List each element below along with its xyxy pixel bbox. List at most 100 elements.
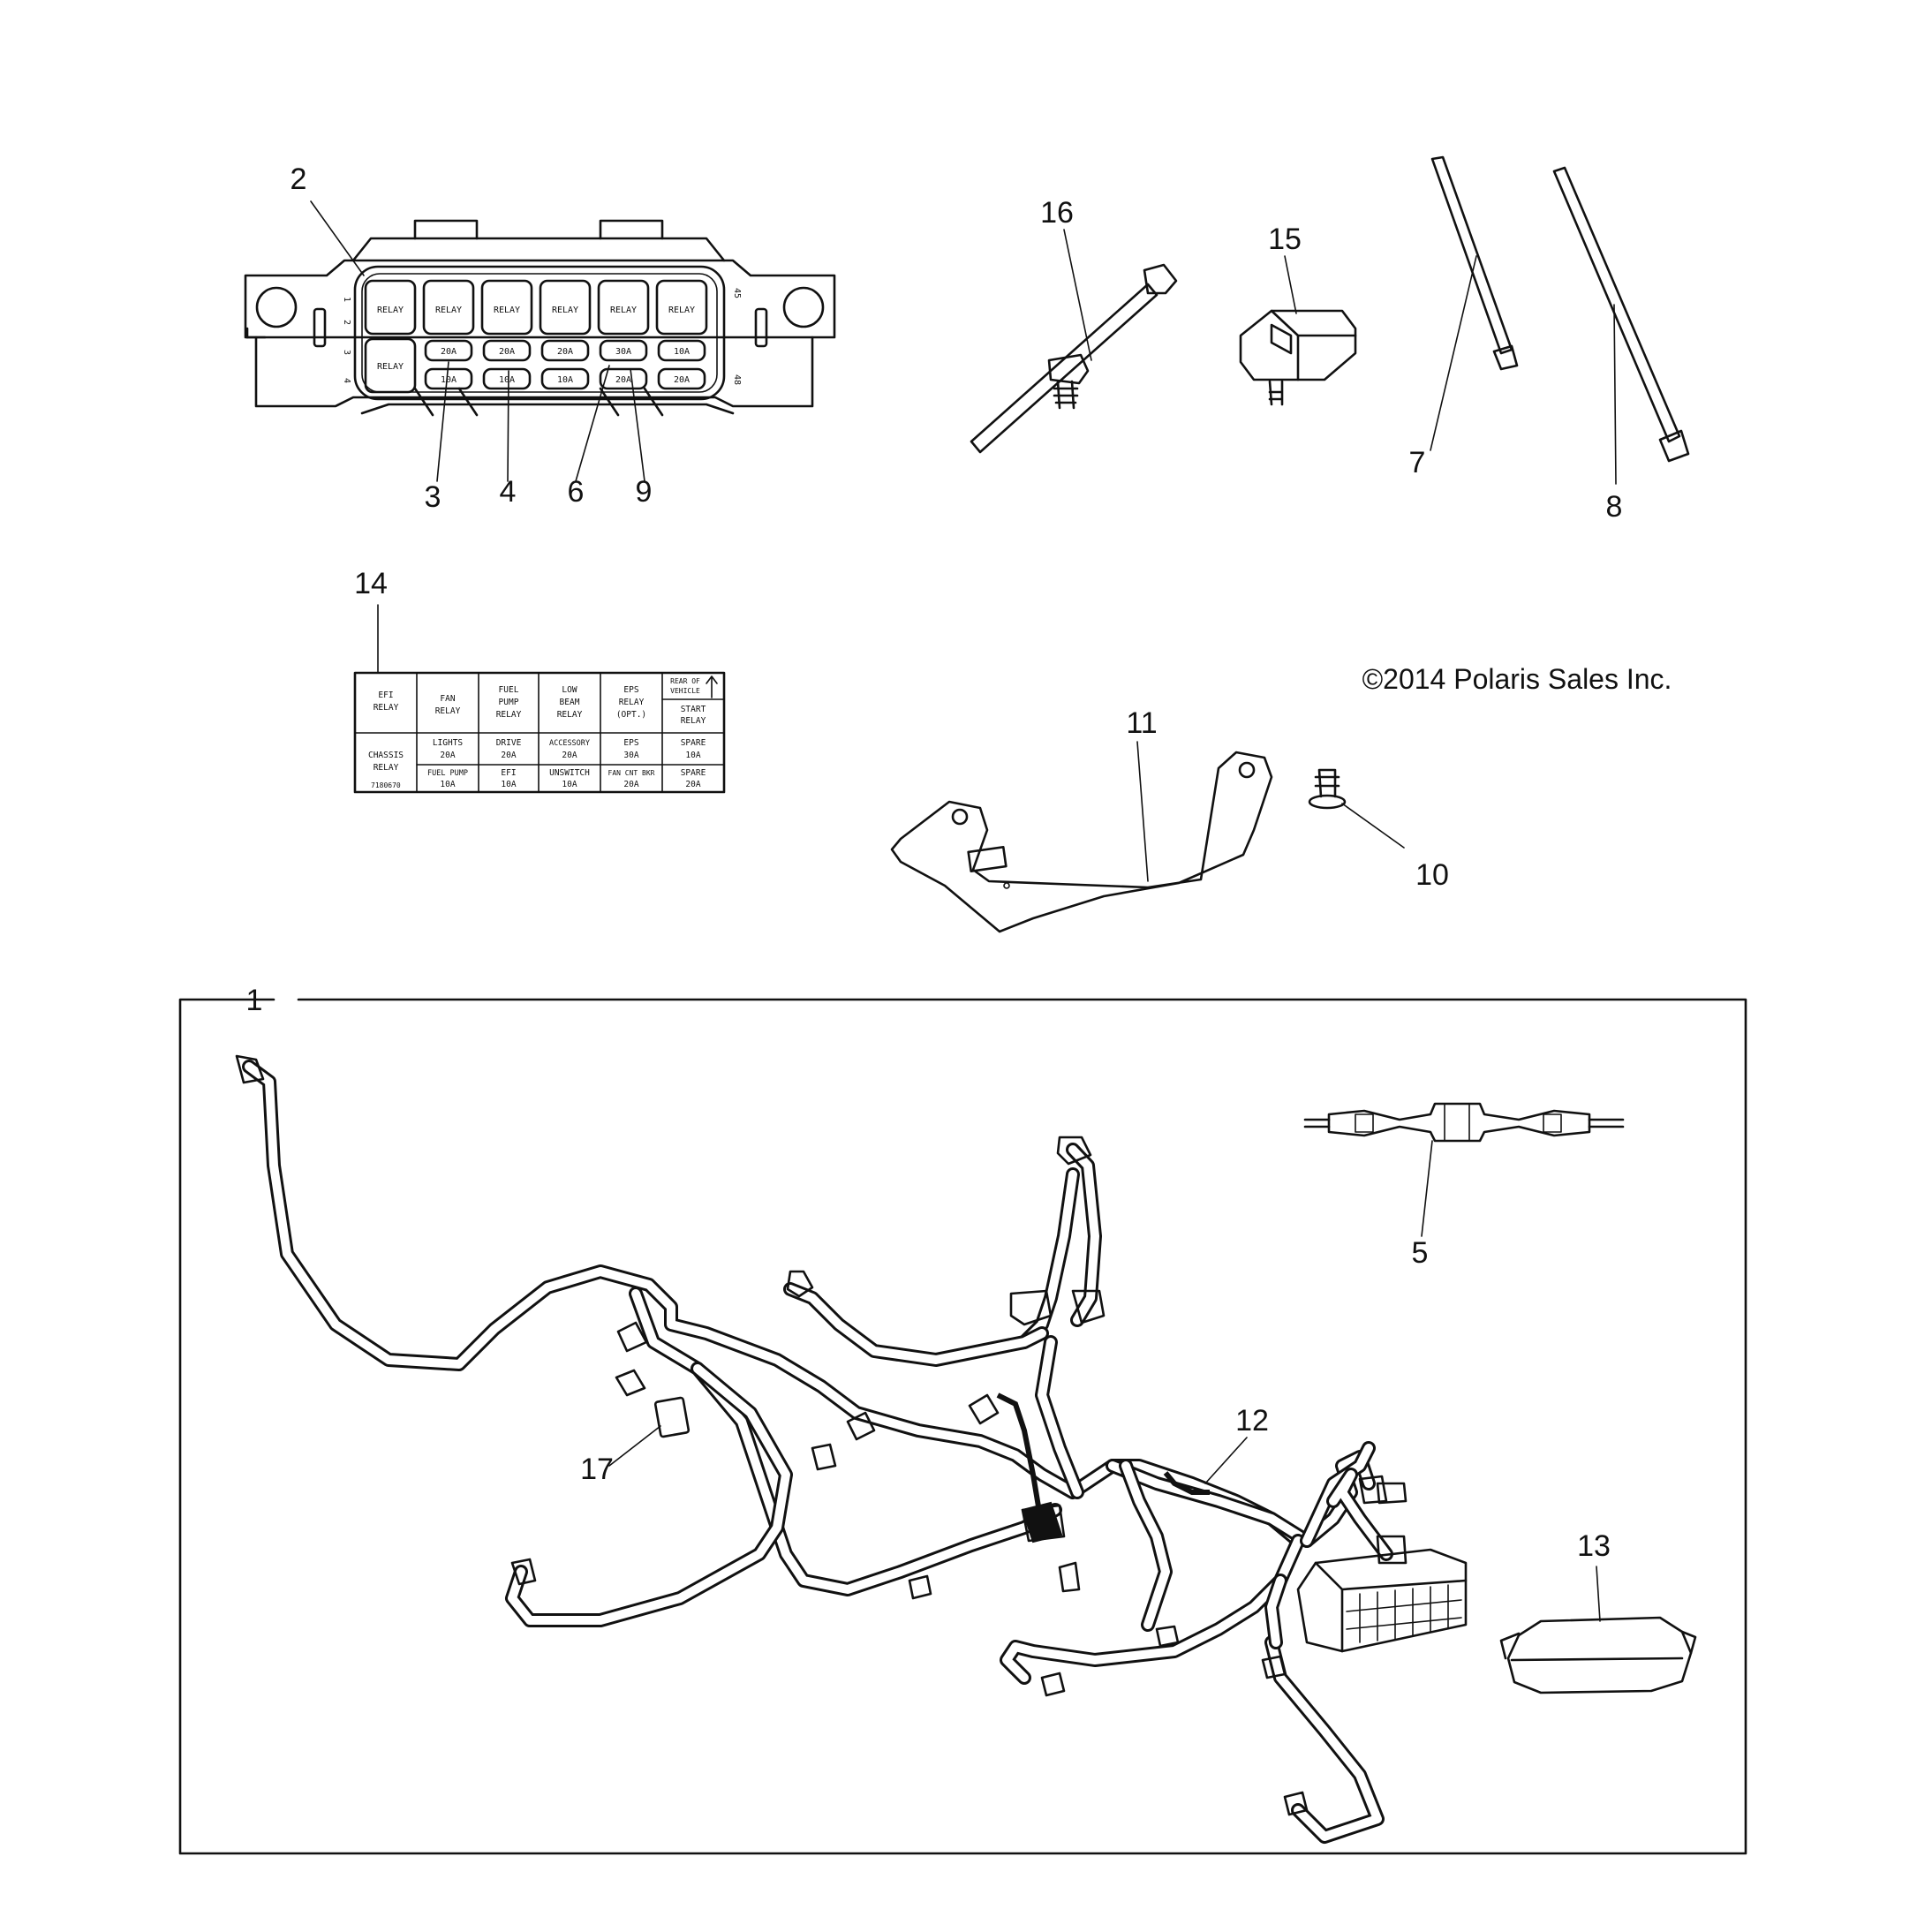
relay-label: RELAY: [494, 306, 520, 315]
callout-6: 6: [568, 475, 585, 509]
fuse-rating: 30A: [615, 347, 631, 357]
callout-8: 8: [1606, 490, 1623, 524]
part-number: 7180670: [371, 781, 401, 789]
relay-label: RELAY: [377, 306, 404, 315]
card-text: RELAY: [496, 710, 522, 720]
card-text: RELAY: [374, 763, 399, 773]
card-text: LIGHTS: [433, 738, 464, 748]
row-number: 2: [342, 320, 351, 325]
callout-1: 1: [246, 984, 263, 1017]
row-number: 1: [342, 297, 351, 302]
fuse-rating: 20A: [674, 375, 690, 385]
copyright-text: ©2014 Polaris Sales Inc.: [1362, 663, 1672, 695]
harness-fuse-box: [1296, 1548, 1468, 1653]
card-text: FAN CNT BKR: [608, 769, 655, 777]
card-text: RELAY: [557, 710, 583, 720]
fuse-rating: 20A: [499, 347, 515, 357]
relay-row-top: RELAY RELAY RELAY RELAY RELAY RELAY: [364, 279, 708, 336]
card-text: SPARE: [681, 738, 706, 748]
card-text: FAN: [440, 694, 455, 704]
card-text: EFI: [501, 768, 516, 778]
relay-label: RELAY: [377, 362, 404, 372]
card-text: 20A: [562, 751, 577, 760]
callout-17: 17: [580, 1453, 614, 1486]
relay-module-17: [653, 1396, 691, 1438]
card-text: 10A: [501, 780, 516, 789]
relay-label: RELAY: [668, 306, 695, 315]
row-number: 4: [342, 378, 351, 383]
card-text: START: [681, 705, 706, 714]
card-text: REAR OF: [670, 677, 700, 685]
fuse-rating: 10A: [441, 375, 457, 385]
card-text: FUEL: [499, 685, 519, 695]
fuse-box-cover: [1499, 1616, 1697, 1694]
callout-9: 9: [636, 475, 653, 509]
card-text: LOW: [562, 685, 577, 695]
fuse-rating: 10A: [557, 375, 573, 385]
push-rivet: [1308, 768, 1347, 810]
card-text: 20A: [685, 780, 700, 789]
card-text: 20A: [440, 751, 455, 760]
card-text: EFI: [378, 691, 393, 700]
card-text: (OPT.): [616, 710, 646, 720]
card-text: UNSWITCH: [549, 768, 590, 778]
cable-tie-long: [1552, 166, 1690, 463]
relay-label: RELAY: [435, 306, 462, 315]
card-text: FUEL PUMP: [427, 769, 468, 778]
connector-clip: [1239, 309, 1357, 406]
card-text: PUMP: [499, 698, 519, 707]
fuse-rating: 20A: [441, 347, 457, 357]
card-text: 30A: [623, 751, 638, 760]
callout-12: 12: [1235, 1404, 1269, 1438]
card-text: RELAY: [681, 716, 706, 726]
callout-5: 5: [1412, 1236, 1429, 1270]
card-text: EPS: [623, 738, 638, 748]
card-text: EPS: [623, 685, 638, 695]
end-number: 45: [732, 288, 742, 298]
card-text: ACCESSORY: [549, 739, 590, 748]
cable-tie-push-mount: [970, 263, 1178, 454]
card-text: RELAY: [619, 698, 645, 707]
callout-3: 3: [425, 480, 441, 514]
card-text: 10A: [440, 780, 455, 789]
fuse-label-card: EFI RELAY FAN RELAY FUEL PUMP RELAY LOW …: [353, 671, 726, 794]
callout-10: 10: [1415, 858, 1449, 892]
inline-fuse-holder: [1303, 1102, 1625, 1143]
card-text: VEHICLE: [670, 687, 700, 695]
end-number: 48: [732, 374, 742, 385]
fuse-rating: 10A: [499, 375, 515, 385]
card-text: 10A: [562, 780, 577, 789]
card-text: 10A: [685, 751, 700, 760]
row-number: 3: [342, 350, 351, 355]
fuse-box: RELAY RELAY RELAY RELAY RELAY RELAY RELA…: [244, 219, 836, 417]
card-text: CHASSIS: [368, 751, 404, 760]
card-text: RELAY: [374, 703, 399, 713]
callout-15: 15: [1268, 223, 1302, 256]
callout-7: 7: [1409, 446, 1426, 479]
fuse-row-3: 20A 20A 20A 30A 10A: [424, 339, 706, 362]
callout-13: 13: [1577, 1529, 1611, 1563]
wire-harness: [235, 1054, 1468, 1844]
harness-connectors: [235, 1054, 1407, 1816]
card-text: 20A: [501, 751, 516, 760]
card-text: BEAM: [560, 698, 580, 707]
callout-11: 11: [1126, 706, 1157, 740]
fuse-rating: 10A: [674, 347, 690, 357]
harness-wires: [242, 1060, 1393, 1844]
callout-16: 16: [1040, 196, 1074, 230]
mounting-bracket: [890, 751, 1273, 933]
fuse-rating: 20A: [615, 375, 631, 385]
card-text: 20A: [623, 780, 638, 789]
callout-4: 4: [500, 475, 517, 509]
card-text: SPARE: [681, 768, 706, 778]
relay-label: RELAY: [552, 306, 578, 315]
card-text: DRIVE: [496, 738, 522, 748]
relay-label: RELAY: [610, 306, 637, 315]
fuse-row-4: 10A 10A 10A 20A 20A: [424, 367, 706, 390]
card-text: RELAY: [435, 706, 461, 716]
harness-frame: [178, 998, 1747, 1855]
cable-tie-short: [1430, 155, 1519, 371]
callout-14: 14: [354, 567, 388, 600]
callout-2: 2: [291, 162, 307, 196]
